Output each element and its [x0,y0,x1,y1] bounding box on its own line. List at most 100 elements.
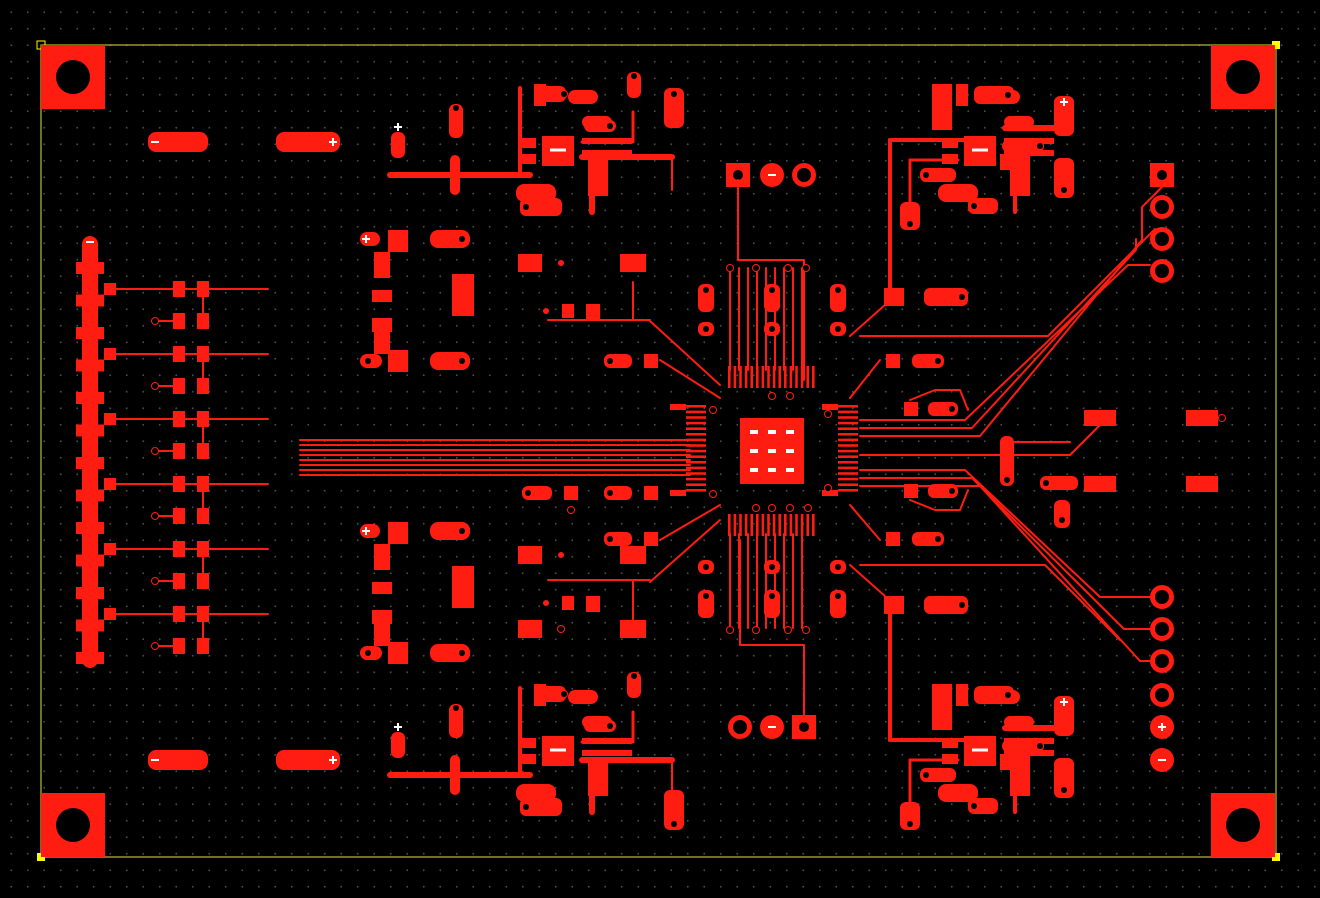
connector-pad[interactable] [76,392,104,404]
ic-pin[interactable] [838,466,858,470]
ic-pin[interactable] [744,514,748,536]
trace[interactable] [859,238,1137,429]
smd-pad[interactable] [1084,476,1116,492]
connector-pad[interactable] [76,327,104,339]
resistor-pad[interactable] [173,638,185,654]
polarized-capacitor[interactable] [920,168,956,182]
ic-pin[interactable] [733,366,737,388]
smd-pad[interactable] [518,620,542,638]
connector-pad[interactable] [76,489,104,502]
trace[interactable] [739,539,805,723]
trace[interactable] [737,179,805,381]
trace[interactable] [859,264,1151,421]
ic-pin[interactable] [800,514,804,536]
resistor-pad[interactable] [197,313,209,329]
ic-pin[interactable] [686,455,706,458]
smd-pad[interactable] [520,138,536,148]
smd-pad[interactable] [904,484,918,498]
connector-pad[interactable] [76,424,104,437]
resistor-pad[interactable] [197,346,209,362]
trace[interactable] [859,424,1101,456]
smd-pad[interactable] [942,754,958,764]
smd-pad[interactable] [956,684,968,706]
header-bottom[interactable] [728,715,816,739]
connector-pad[interactable] [76,262,104,274]
trace[interactable] [859,469,1151,598]
ic-pin[interactable] [750,366,753,388]
polarized-capacitor[interactable] [974,686,1014,704]
smd-pad[interactable] [374,620,390,646]
ic-pin[interactable] [789,366,793,388]
ic-pin[interactable] [784,366,787,388]
smd-pad[interactable] [520,754,536,764]
capacitor-pad[interactable] [1054,500,1070,528]
polarized-capacitor[interactable] [391,732,405,758]
resistor-pad[interactable] [197,508,209,524]
resistor-pad[interactable] [173,541,185,557]
connector-pad[interactable] [76,359,104,372]
polarized-capacitor[interactable] [391,132,405,158]
smd-pad[interactable] [516,184,556,202]
smd-pad[interactable] [104,608,116,620]
ic-pin[interactable] [733,514,737,536]
smd-pad[interactable] [516,784,556,802]
smd-pad[interactable] [520,738,536,748]
ic-pin[interactable] [838,444,858,447]
ic-pin[interactable] [761,514,765,536]
ic-pin[interactable] [728,514,731,536]
regulator-top-left[interactable] [516,84,632,202]
ic-pin[interactable] [784,514,787,536]
trace[interactable] [649,519,721,583]
ic-pin[interactable] [750,514,753,536]
smd-pad[interactable] [452,274,474,316]
capacitor-pad[interactable] [1000,436,1014,486]
ic-pin[interactable] [838,438,858,442]
smd-pad[interactable] [388,230,408,252]
corner-marker[interactable] [1272,41,1280,49]
resistor-pad[interactable] [173,346,185,362]
ic-pin[interactable] [838,416,858,419]
smd-pad[interactable] [1040,476,1078,490]
resistor-pad[interactable] [173,378,185,394]
ic-pin[interactable] [806,514,809,536]
smd-pad[interactable] [1186,410,1218,426]
polarized-capacitor[interactable] [540,686,566,702]
polarized-capacitor[interactable] [968,798,998,814]
resistor-pad[interactable] [173,411,185,427]
ic-pin[interactable] [686,405,706,408]
ic-pin[interactable] [686,444,706,447]
ic-pin[interactable] [686,466,706,470]
smd-pad[interactable] [932,84,952,130]
smd-pad[interactable] [938,784,978,802]
smd-pad[interactable] [1004,116,1034,128]
ic-pin[interactable] [767,366,770,388]
smd-pad[interactable] [942,138,958,148]
smd-pad[interactable] [588,760,608,796]
polarized-capacitor[interactable] [974,86,1014,104]
ic-pin[interactable] [838,433,858,436]
trace[interactable] [859,477,1151,630]
smd-pad[interactable] [518,254,542,272]
smd-pad[interactable] [104,283,116,295]
smd-pad[interactable] [388,350,408,372]
ic-pin[interactable] [686,461,706,464]
smd-pad[interactable] [582,150,632,156]
mounting-hole[interactable] [1211,793,1275,857]
ic-pin[interactable] [838,405,858,408]
smd-pad[interactable] [1084,410,1116,426]
polarized-capacitor[interactable] [1054,158,1074,198]
resistor-pad[interactable] [197,541,209,557]
smd-pad[interactable] [582,138,632,144]
trace[interactable] [849,359,881,399]
polarized-capacitor[interactable] [664,790,684,830]
header-right-bottom[interactable] [1150,585,1174,772]
smd-pad[interactable] [452,566,474,608]
ic-pin[interactable] [767,514,770,536]
ic-pin[interactable] [686,410,706,414]
smd-pad[interactable] [586,304,600,320]
ic-pin[interactable] [838,489,858,492]
smd-pad[interactable] [374,328,390,354]
smd-pad[interactable] [518,546,542,564]
smd-pad[interactable] [588,160,608,196]
